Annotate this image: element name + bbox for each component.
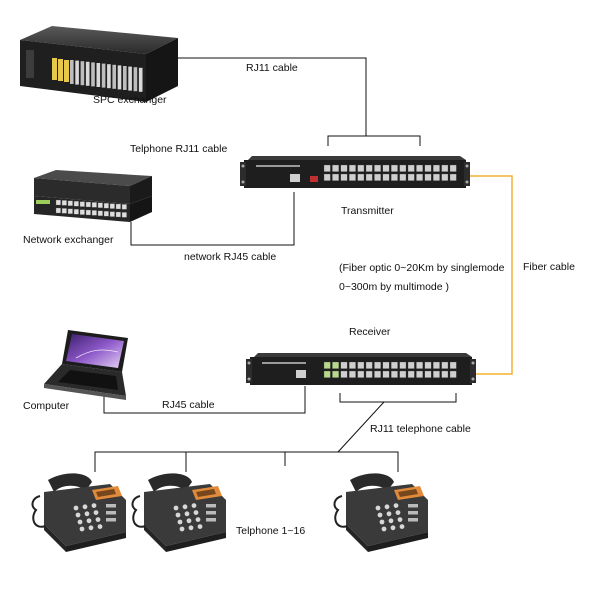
transmitter-label: Transmitter [341, 205, 394, 217]
telphone-range-label: Telphone 1~16 [236, 525, 306, 537]
telephone-device [131, 473, 226, 552]
rj11-telephone-cable-label: RJ11 telephone cable [370, 423, 471, 435]
fiber-optic-note-line2: 0~300m by multimode ) [339, 281, 450, 293]
receiver-bottom-bracket [339, 393, 457, 403]
network-to-transmitter-line [130, 192, 295, 246]
fiber-cable-label: Fiber cable [523, 261, 575, 273]
network-rj45-cable-label: network RJ45 cable [184, 251, 277, 263]
phone-bus-line [94, 451, 399, 472]
network-exchanger-label: Network exchanger [23, 234, 114, 246]
telephone-device [333, 473, 428, 552]
connection-lines [94, 57, 457, 472]
spc-exchanger-device [20, 26, 178, 102]
spc-to-transmitter-line [178, 57, 367, 136]
computer-to-receiver-line [103, 386, 306, 414]
spc-exchanger-label: SPC exchanger [93, 94, 167, 106]
computer-device [44, 330, 128, 400]
computer-label: Computer [23, 400, 70, 412]
network-exchanger-device [34, 170, 152, 222]
receiver-label: Receiver [349, 326, 391, 338]
transmitter-device [240, 156, 470, 188]
receiver-to-phones-line [337, 401, 385, 453]
telephone-device [31, 473, 126, 552]
transmitter-top-bracket [327, 135, 421, 146]
fiber-optic-note-line1: (Fiber optic 0~20Km by singlemode [339, 262, 505, 274]
rj11-cable-label: RJ11 cable [246, 62, 298, 74]
fiber-cable-line [466, 175, 513, 375]
rj45-cable-label: RJ45 cable [162, 399, 215, 411]
receiver-device [246, 353, 476, 385]
telphone-rj11-cable-label: Telphone RJ11 cable [130, 143, 228, 155]
